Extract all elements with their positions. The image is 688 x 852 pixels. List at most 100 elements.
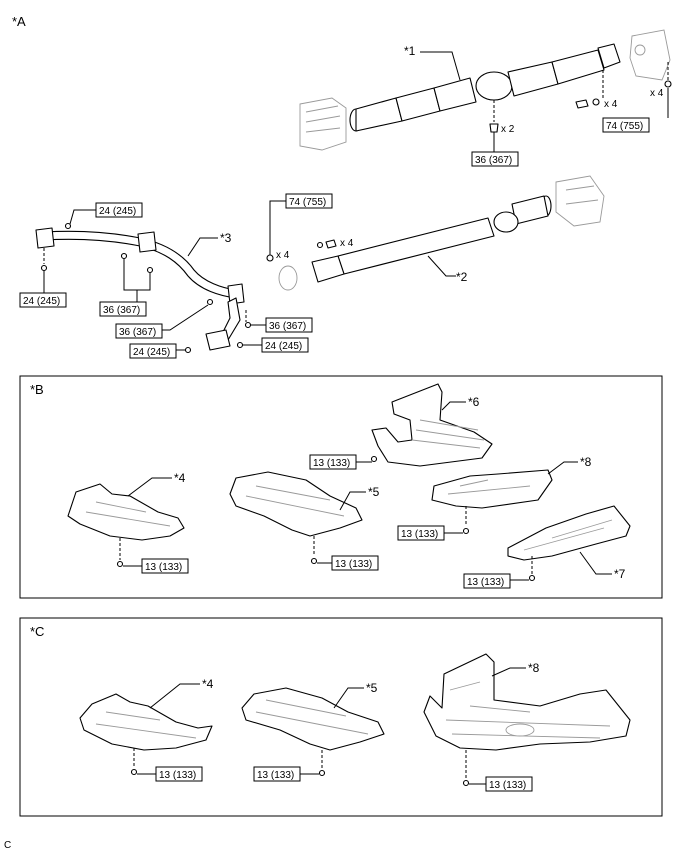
torque-box-24-b bbox=[19, 292, 67, 308]
cover-8-c-ribs bbox=[445, 681, 611, 739]
leader-4-b bbox=[127, 477, 172, 497]
shaft2-tube bbox=[337, 217, 495, 275]
footer-code: C bbox=[4, 840, 11, 851]
bolt-head-13-c4 bbox=[130, 768, 138, 776]
cover-4-b-ribs bbox=[85, 501, 171, 527]
bolt-head-13-b7 bbox=[528, 574, 536, 582]
callout-2: *2 bbox=[456, 270, 468, 284]
torque-36-a: 36 (367) bbox=[475, 155, 512, 166]
stabilizer-bushing-1 bbox=[137, 231, 157, 253]
bolt-head-36-d bbox=[244, 321, 252, 329]
torque-box-13-c4 bbox=[155, 766, 203, 782]
leader-8-b bbox=[547, 461, 578, 475]
bolt-head-13-c5 bbox=[318, 769, 326, 777]
bolt-head-13-b5 bbox=[310, 557, 318, 565]
torque-box-13-b5 bbox=[331, 555, 379, 571]
leader-6 bbox=[441, 401, 466, 411]
section-b-label: *B bbox=[30, 382, 44, 397]
differential-ghost bbox=[299, 97, 347, 151]
torque-box-36-c bbox=[115, 323, 163, 339]
bolt-head-24-c bbox=[184, 346, 192, 354]
callout-7: *7 bbox=[614, 567, 626, 581]
bolt-head-36-c bbox=[206, 298, 214, 306]
leader-8-c bbox=[491, 667, 526, 677]
transfer-ghost-lines bbox=[565, 185, 599, 205]
cover-4-b-body bbox=[67, 483, 185, 541]
shaft2-ujoint-right bbox=[493, 211, 519, 233]
torque-13-c8: 13 (133) bbox=[489, 780, 526, 791]
cover-7-ribs bbox=[523, 519, 613, 551]
shaft1-joint-right bbox=[597, 43, 621, 69]
cover-8-b-ribs bbox=[447, 479, 531, 495]
propeller-shaft-2 bbox=[278, 175, 605, 291]
bolt-head-24-d bbox=[236, 341, 244, 349]
nut-icon-2 bbox=[266, 254, 274, 262]
bolt-head-13-b4 bbox=[116, 560, 124, 568]
callout-6: *6 bbox=[468, 395, 480, 409]
bolt-head-13-b6 bbox=[370, 455, 378, 463]
section-b-frame bbox=[19, 375, 663, 599]
callout-8-b: *8 bbox=[580, 455, 592, 469]
bolt-icon bbox=[575, 99, 589, 109]
section-a-label: *A bbox=[12, 14, 26, 29]
side-cover-7 bbox=[507, 505, 631, 561]
callout-5-b: *5 bbox=[368, 485, 380, 499]
cover-4-c-body bbox=[79, 693, 213, 751]
cover-5-b-ribs bbox=[245, 485, 345, 517]
shaft1-tube-mid bbox=[433, 77, 477, 112]
callout-1: *1 bbox=[404, 44, 416, 58]
center-cover-5-c bbox=[241, 687, 385, 751]
cover-4-c-ribs bbox=[95, 711, 197, 739]
torque-13-b6: 13 (133) bbox=[313, 458, 350, 469]
cover-5-b-body bbox=[229, 471, 363, 537]
torque-box-36-a bbox=[471, 151, 519, 167]
under-cover-8-c bbox=[423, 653, 631, 751]
cover-6-ribs bbox=[411, 419, 485, 449]
torque-13-b5: 13 (133) bbox=[335, 559, 372, 570]
torque-box-36-d bbox=[265, 317, 313, 333]
leader-4-c bbox=[149, 683, 200, 709]
bolt-head-36-b2 bbox=[146, 266, 154, 274]
center-bolt-icon bbox=[489, 123, 499, 133]
front-cover-4-c bbox=[79, 693, 213, 751]
shaft1-center-bearing bbox=[475, 71, 513, 101]
cover-8-b-body bbox=[431, 469, 553, 509]
torque-box-13-b7 bbox=[463, 573, 511, 589]
leader-1 bbox=[420, 51, 461, 81]
callout-4-b: *4 bbox=[174, 471, 186, 485]
qty-x4-b1: x 4 bbox=[276, 250, 290, 261]
torque-box-24-d bbox=[261, 337, 309, 353]
torque-36-d: 36 (367) bbox=[269, 321, 306, 332]
bolt-head-13-c8 bbox=[462, 779, 470, 787]
torque-13-c5: 13 (133) bbox=[257, 770, 294, 781]
nut-icon bbox=[664, 80, 672, 88]
engine-under-cover-6 bbox=[371, 383, 493, 467]
stabilizer-end-right bbox=[205, 329, 231, 351]
cover-8-c-body bbox=[423, 653, 631, 751]
torque-box-13-c5 bbox=[253, 766, 301, 782]
leader-36-c bbox=[162, 304, 209, 331]
torque-box-13-b4 bbox=[141, 558, 189, 574]
torque-24-a: 24 (245) bbox=[99, 206, 136, 217]
torque-box-36-b bbox=[99, 301, 147, 317]
torque-24-c: 24 (245) bbox=[133, 347, 170, 358]
shaft2-joint-left bbox=[311, 255, 345, 283]
transfer-ghost bbox=[555, 175, 605, 227]
section-c-label: *C bbox=[30, 624, 44, 639]
leader-3 bbox=[187, 237, 218, 257]
torque-13-b4: 13 (133) bbox=[145, 562, 182, 573]
stabilizer-bushing-2 bbox=[227, 283, 245, 305]
differential-ghost-lines bbox=[305, 105, 341, 133]
leader-74-b bbox=[269, 200, 286, 255]
shaft1-tube-right bbox=[507, 61, 559, 97]
transmission-hole bbox=[634, 44, 646, 56]
bolt-head-24-b bbox=[40, 264, 48, 272]
torque-box-74-a bbox=[602, 117, 650, 133]
torque-box-13-c8 bbox=[485, 776, 533, 792]
shaft1-joint-left bbox=[355, 97, 403, 132]
section-c-frame bbox=[19, 617, 663, 817]
washer-icon-2 bbox=[316, 241, 324, 249]
stabilizer-bar-3 bbox=[35, 227, 245, 351]
washer-icon bbox=[592, 98, 600, 106]
